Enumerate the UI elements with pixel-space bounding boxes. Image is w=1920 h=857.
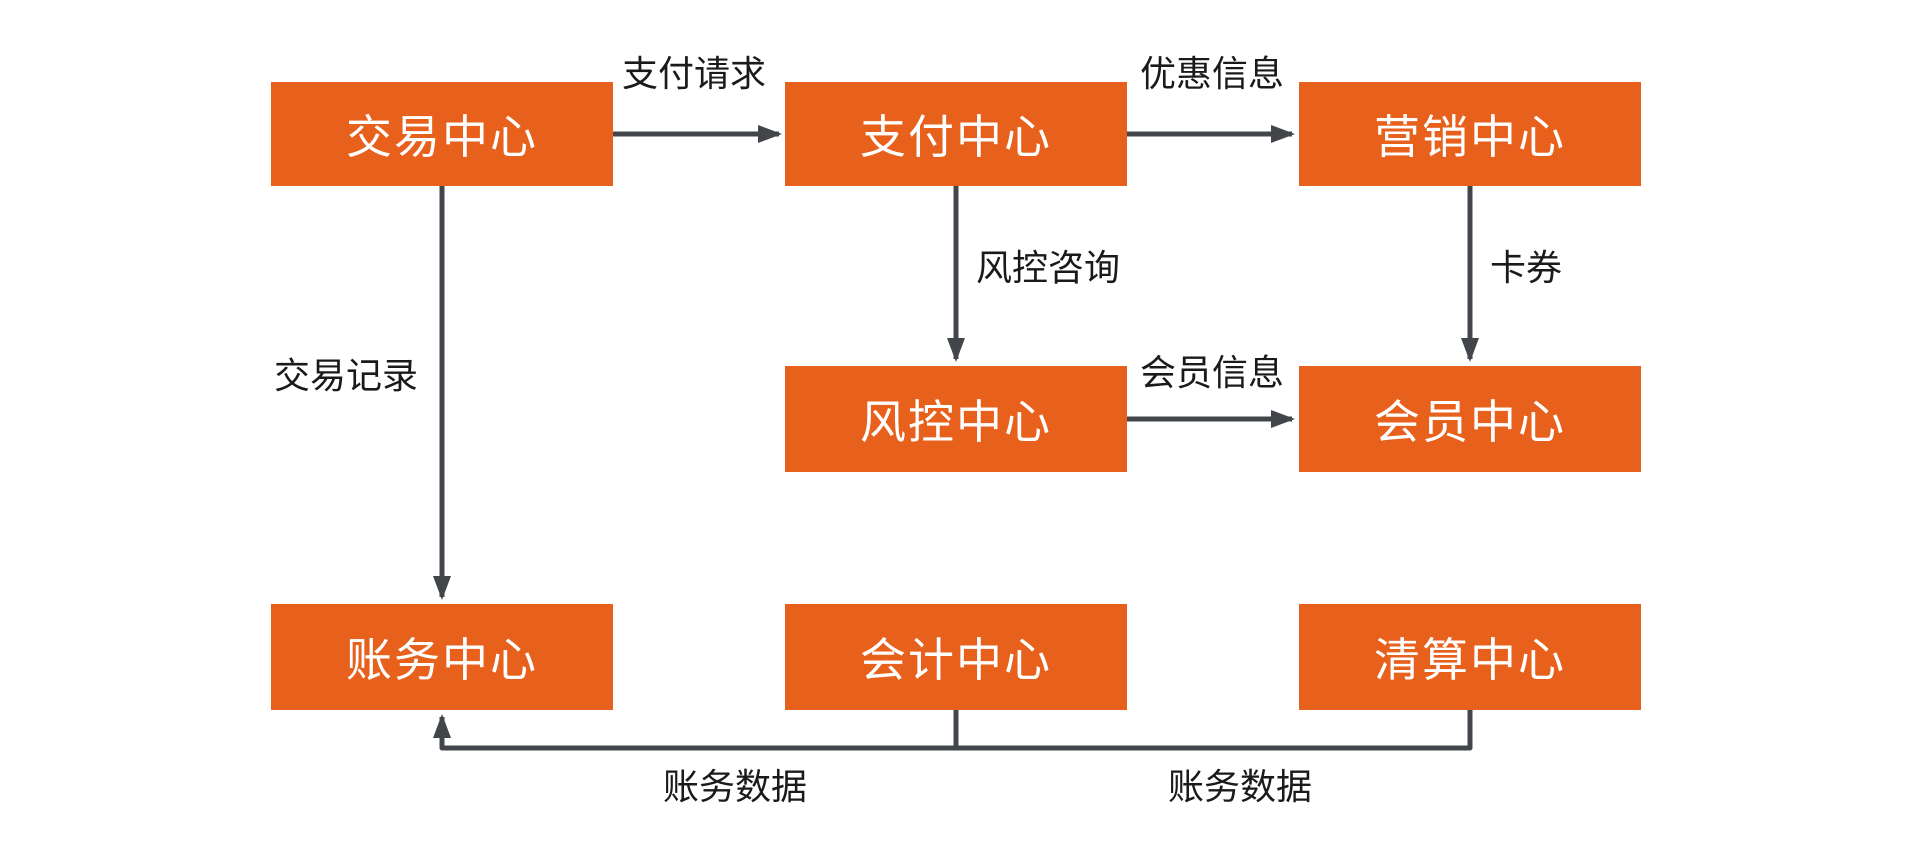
edge-label-risk-consult: 风控咨询 <box>976 247 1121 288</box>
edge-label-account-data-left: 账务数据 <box>662 766 808 807</box>
edge-label-promo-info: 优惠信息 <box>1139 53 1285 94</box>
node-marketing-center-label: 营销中心 <box>1374 111 1566 163</box>
edge-collector-to-account-arrow <box>433 710 1473 751</box>
edge-label-account-data-right: 账务数据 <box>1167 766 1313 807</box>
edge-label-payment-request: 支付请求 <box>621 53 767 94</box>
edge-label-trade-record: 交易记录 <box>274 355 419 396</box>
node-member-center-label: 会员中心 <box>1374 396 1566 448</box>
node-account-center-label: 账务中心 <box>346 634 538 686</box>
node-accounting-center: 会计中心 <box>785 604 1127 710</box>
node-marketing-center: 营销中心 <box>1299 82 1641 186</box>
node-account-center: 账务中心 <box>271 604 613 710</box>
edge-label-member-info: 会员信息 <box>1139 352 1285 393</box>
node-risk-center-label: 风控中心 <box>860 396 1052 448</box>
node-payment-center: 支付中心 <box>785 82 1127 186</box>
node-clearing-center: 清算中心 <box>1299 604 1641 710</box>
node-risk-center: 风控中心 <box>785 366 1127 472</box>
node-member-center: 会员中心 <box>1299 366 1641 472</box>
node-payment-center-label: 支付中心 <box>860 111 1052 163</box>
node-trade-center: 交易中心 <box>271 82 613 186</box>
edge-label-card-coupon: 卡券 <box>1490 247 1563 288</box>
node-trade-center-label: 交易中心 <box>346 111 538 163</box>
node-clearing-center-label: 清算中心 <box>1374 634 1566 686</box>
node-accounting-center-label: 会计中心 <box>860 634 1052 686</box>
